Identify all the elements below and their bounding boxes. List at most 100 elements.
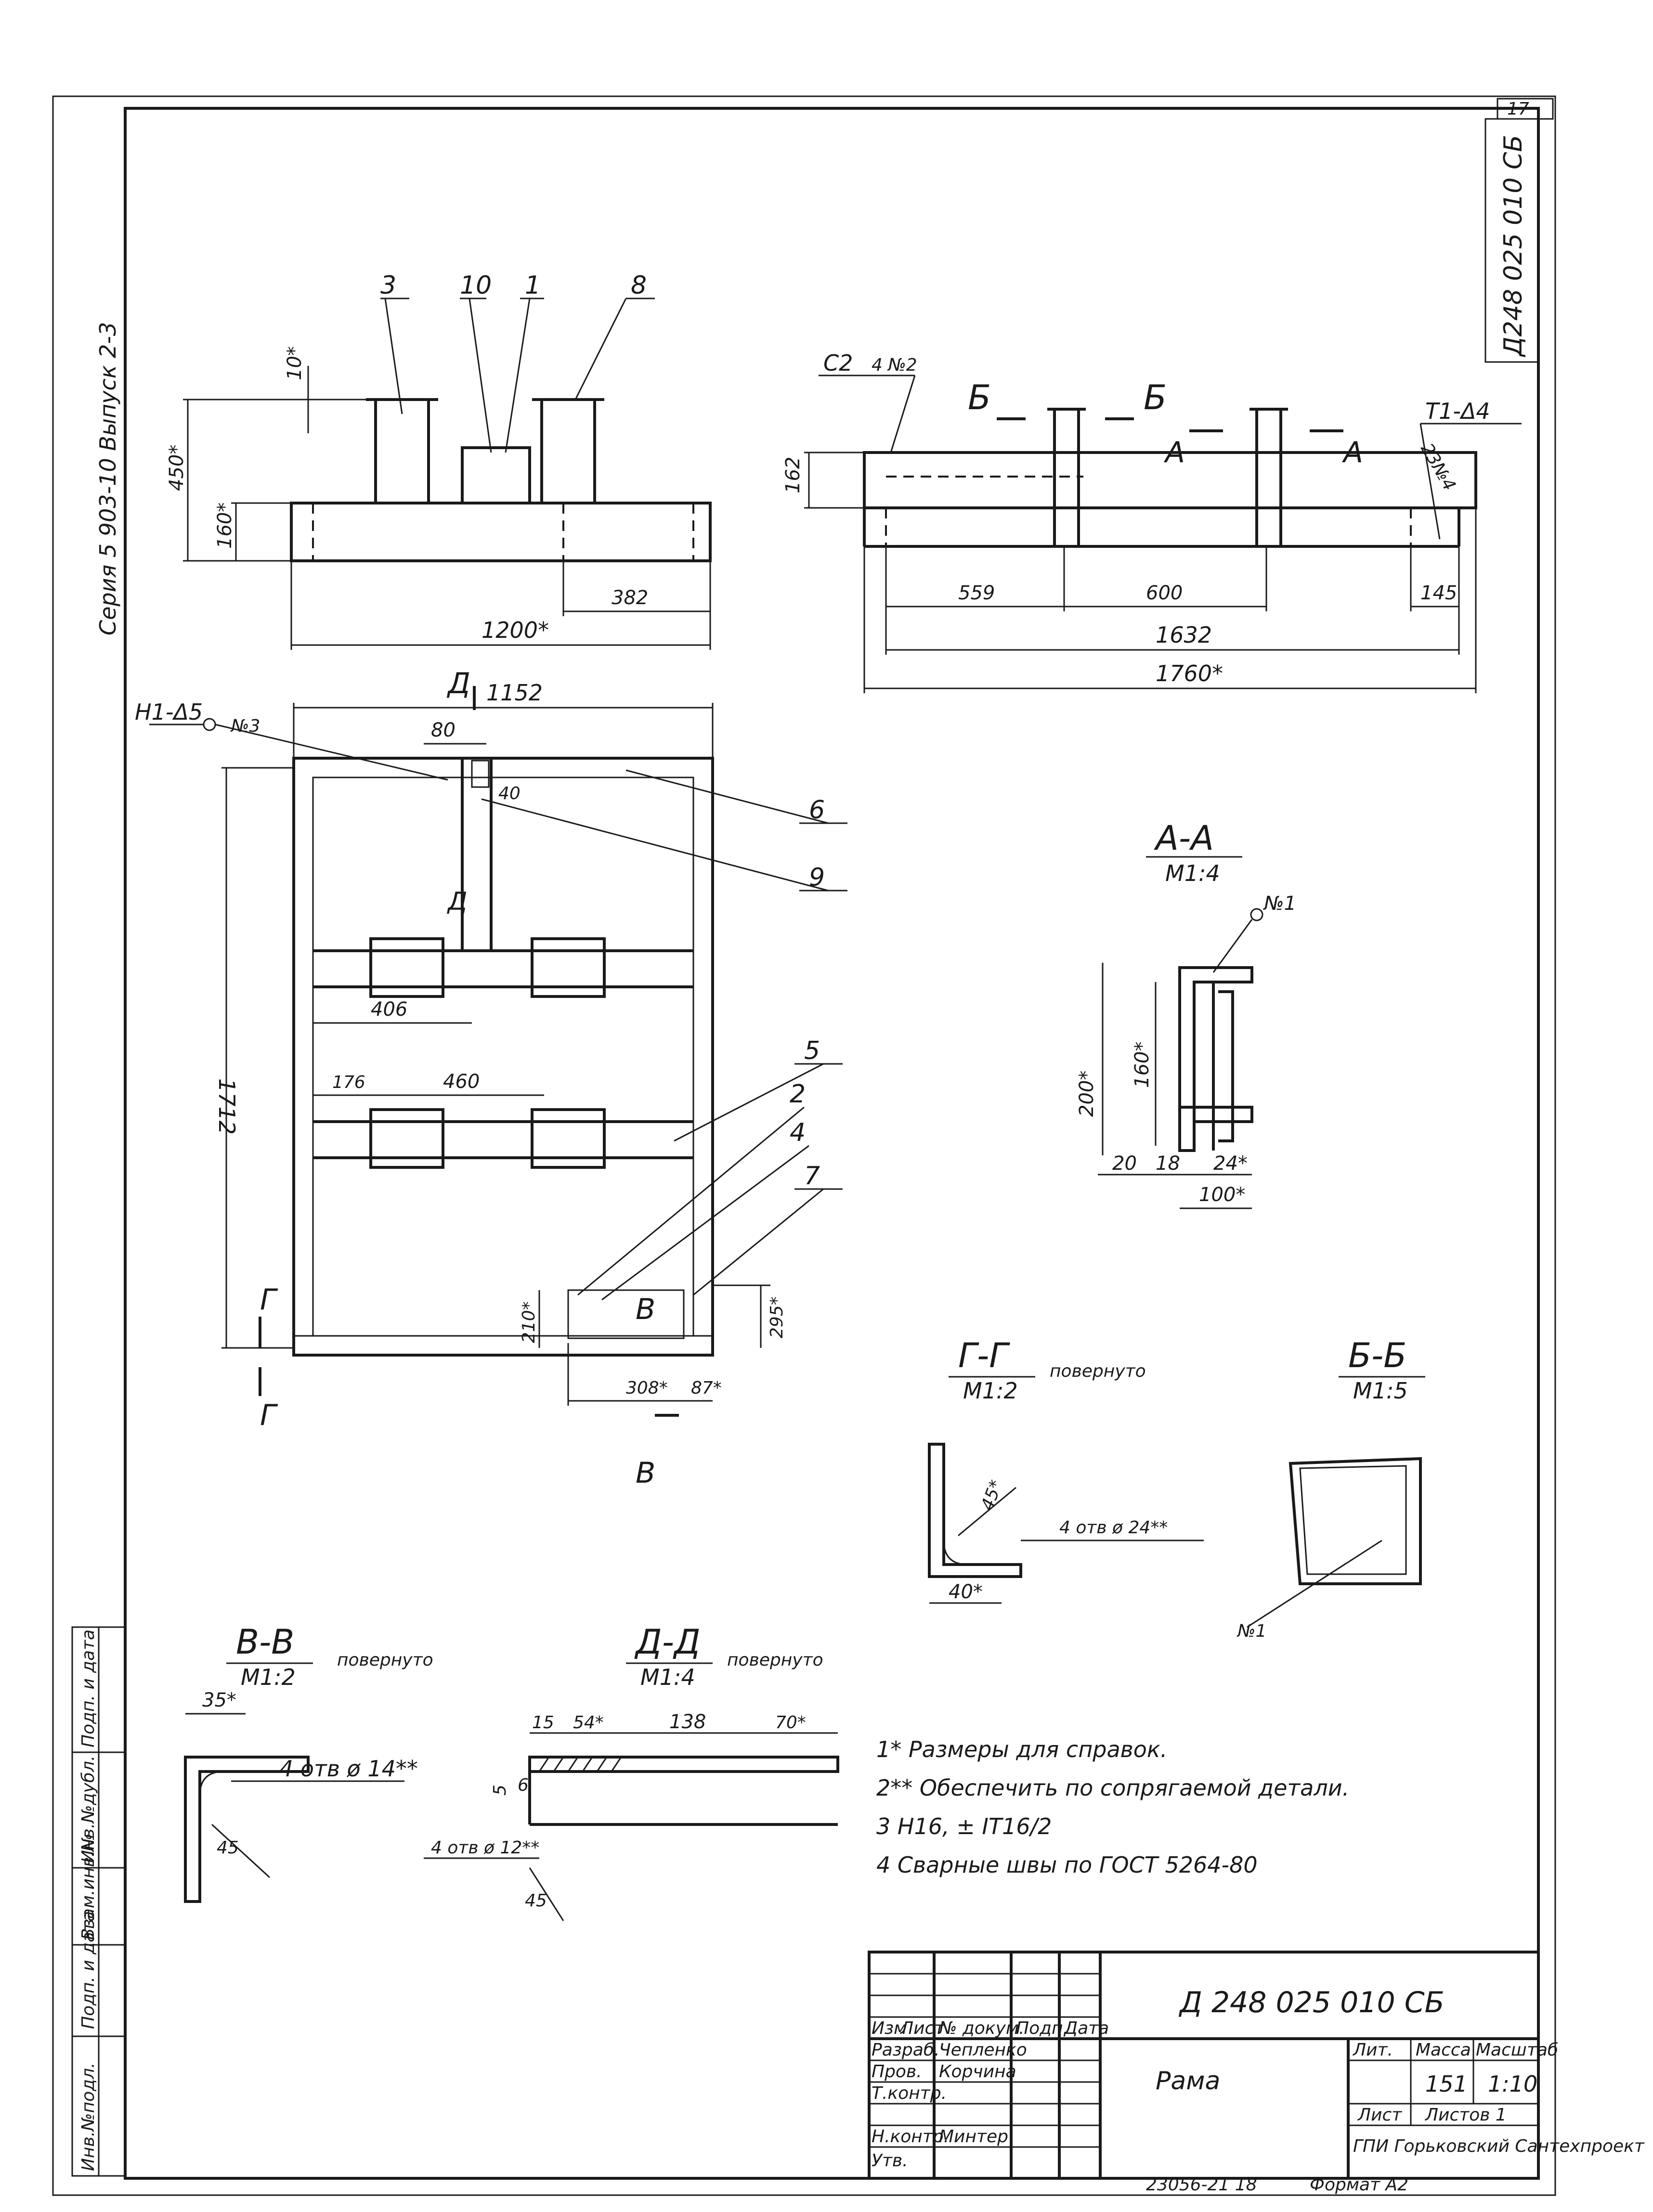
section-dd-holes: 4 отв ø 12** — [431, 1838, 539, 1858]
tb-sheet: Лист — [1357, 2105, 1402, 2125]
section-bb-scale: М1:5 — [1353, 1378, 1408, 1404]
section-bb: Б-Б М1:5 №1 — [1236, 1336, 1425, 1641]
plan-callout-5: 5 — [804, 1036, 820, 1065]
section-gg-title: Г-Г — [958, 1336, 1010, 1375]
plan-callout-6: 6 — [809, 796, 825, 825]
side-stamp-field-5: Подп. и дата — [78, 1630, 98, 1747]
side-view: С2 4 №2 Б Б А А Т1-Δ4 23№4 162 559 600 1… — [782, 350, 1522, 693]
tb-role-5: Утв. — [872, 2151, 908, 2171]
plan-dim-80: 80 — [431, 719, 456, 741]
front-callout-8: 8 — [631, 271, 647, 300]
side-stamp-field-2: Подп. и дата — [78, 1911, 98, 2029]
side-dim-1760: 1760* — [1156, 660, 1223, 686]
section-bb-title: Б-Б — [1348, 1336, 1406, 1375]
plan-section-v-mid: В — [636, 1293, 655, 1326]
section-aa-dim-24: 24* — [1213, 1152, 1248, 1175]
tb-col-list: Лист — [899, 2018, 945, 2038]
note-2: 2** Обеспечить по сопрягаемой детали. — [876, 1775, 1349, 1801]
side-dim-145: 145 — [1420, 582, 1457, 604]
section-vv-dim-45: 45 — [217, 1838, 239, 1858]
section-gg-dim-45: 45* — [977, 1477, 1006, 1513]
side-section-a-left: А — [1163, 436, 1185, 469]
front-dim-382: 382 — [612, 587, 648, 609]
tb-col-izm: Изм — [872, 2018, 907, 2038]
side-dim-162: 162 — [782, 457, 804, 493]
note-3: 3 Н16, ± IT16/2 — [876, 1813, 1052, 1839]
archive-number: 23056-21 18 — [1146, 2175, 1257, 2195]
section-dd-dim-70: 70* — [775, 1713, 806, 1733]
section-vv-title: В-В — [236, 1622, 294, 1662]
section-aa-dim-160: 160* — [1131, 1042, 1153, 1088]
section-bb-weld: №1 — [1236, 1621, 1266, 1641]
side-stamp-field-1: Инв.№подл. — [78, 2063, 98, 2171]
front-dim-450: 450* — [166, 445, 188, 491]
plan-section-g-top: Г — [260, 1283, 278, 1317]
section-vv-note: повернуто — [337, 1650, 433, 1670]
plan-callout-9: 9 — [809, 863, 825, 892]
section-aa-dim-200: 200* — [1076, 1071, 1098, 1117]
tb-scale-label: Масштаб — [1476, 2040, 1558, 2060]
section-vv-scale: М1:2 — [241, 1664, 296, 1690]
side-stamp-field-4: Инв.№дубл. — [78, 1756, 98, 1863]
title-block: Д 248 025 010 СБ Рама Изм Лист № докум. … — [868, 1951, 1645, 2180]
outer-frame — [52, 95, 1556, 2196]
front-callout-3: 3 — [380, 271, 396, 300]
tb-name-2: Корчина — [939, 2062, 1016, 2082]
section-aa-weld: №1 — [1263, 893, 1296, 915]
section-aa-title: А-А — [1154, 818, 1214, 858]
tb-code: Д 248 025 010 СБ — [1178, 1986, 1445, 2019]
tb-role-3: Т.контр. — [872, 2083, 947, 2103]
side-weld-left: С2 — [823, 350, 853, 376]
series-label: Серия 5 903-10 Выпуск 2-3 — [95, 322, 121, 635]
section-aa-dim-100: 100* — [1199, 1184, 1245, 1206]
plan-section-g-bottom: Г — [260, 1398, 278, 1432]
tb-col-date: Дата — [1063, 2018, 1109, 2038]
sheet-number: 17 — [1507, 99, 1529, 119]
section-dd: Д-Д М1:4 повернуто 15 54* 138 70* 5 6 4 … — [424, 1622, 839, 1921]
tb-org: ГПИ Горьковский Сантехпроект — [1353, 2136, 1645, 2156]
tb-col-doc: № докум. — [938, 2018, 1024, 2038]
section-dd-dim-15: 15 — [532, 1713, 554, 1733]
plan-dim-1712: 1712 — [214, 1078, 240, 1135]
section-dd-dim-54: 54* — [573, 1713, 604, 1733]
plan-weld-sub: №3 — [230, 716, 260, 736]
front-callout-10: 10 — [460, 271, 492, 300]
section-dd-dim-6: 6 — [518, 1775, 529, 1795]
plan-callout-4: 4 — [790, 1118, 806, 1147]
tb-name-4: Минтер — [939, 2127, 1008, 2147]
side-dim-1632: 1632 — [1156, 622, 1212, 648]
plan-dim-308: 308* — [626, 1378, 668, 1398]
tb-mass: 151 — [1425, 2071, 1468, 2097]
plan-section-d-mid: Д — [447, 887, 468, 916]
plan-dim-87: 87* — [691, 1378, 722, 1398]
front-view: 3 10 1 8 10* 450* 160* 382 1200* — [166, 271, 712, 650]
plan-weld-note: Н1-Δ5 — [135, 699, 203, 725]
section-dd-dim-45: 45 — [525, 1891, 547, 1911]
section-aa-dim-20: 20 — [1112, 1152, 1137, 1175]
section-gg-scale: М1:2 — [963, 1378, 1018, 1404]
doc-code-box — [1484, 118, 1539, 363]
section-gg: Г-Г М1:2 повернуто 45* 4 отв ø 24** 40* — [928, 1336, 1204, 1604]
side-weld-right: Т1-Δ4 — [1425, 398, 1490, 424]
format-label: Формат А2 — [1310, 2175, 1408, 2195]
plan-dim-460: 460 — [443, 1071, 480, 1093]
section-dd-dim-138: 138 — [669, 1711, 706, 1733]
section-vv-holes: 4 отв ø 14** — [279, 1756, 418, 1782]
plan-dim-295: 295* — [767, 1296, 787, 1338]
side-dim-600: 600 — [1146, 582, 1183, 604]
plan-dim-210: 210* — [519, 1301, 539, 1343]
plan-callout-7: 7 — [804, 1162, 820, 1190]
front-callout-1: 1 — [525, 271, 541, 300]
note-4: 4 Сварные швы по ГОСТ 5264-80 — [876, 1852, 1258, 1878]
section-gg-dim-40: 40* — [949, 1581, 983, 1603]
front-dim-10: 10* — [284, 346, 306, 380]
tb-lit-label: Лит. — [1352, 2040, 1393, 2060]
section-dd-scale: М1:4 — [640, 1664, 695, 1690]
front-dim-1200: 1200* — [482, 617, 549, 643]
tb-sheets: Листов 1 — [1424, 2105, 1507, 2125]
tb-mass-label: Масса — [1416, 2040, 1471, 2060]
plan-section-d-top: Д — [446, 667, 470, 700]
section-aa-dim-18: 18 — [1156, 1152, 1180, 1175]
section-aa-scale: М1:4 — [1165, 860, 1220, 886]
side-stamp-field-3: Взам.инв.№ — [78, 1833, 98, 1940]
